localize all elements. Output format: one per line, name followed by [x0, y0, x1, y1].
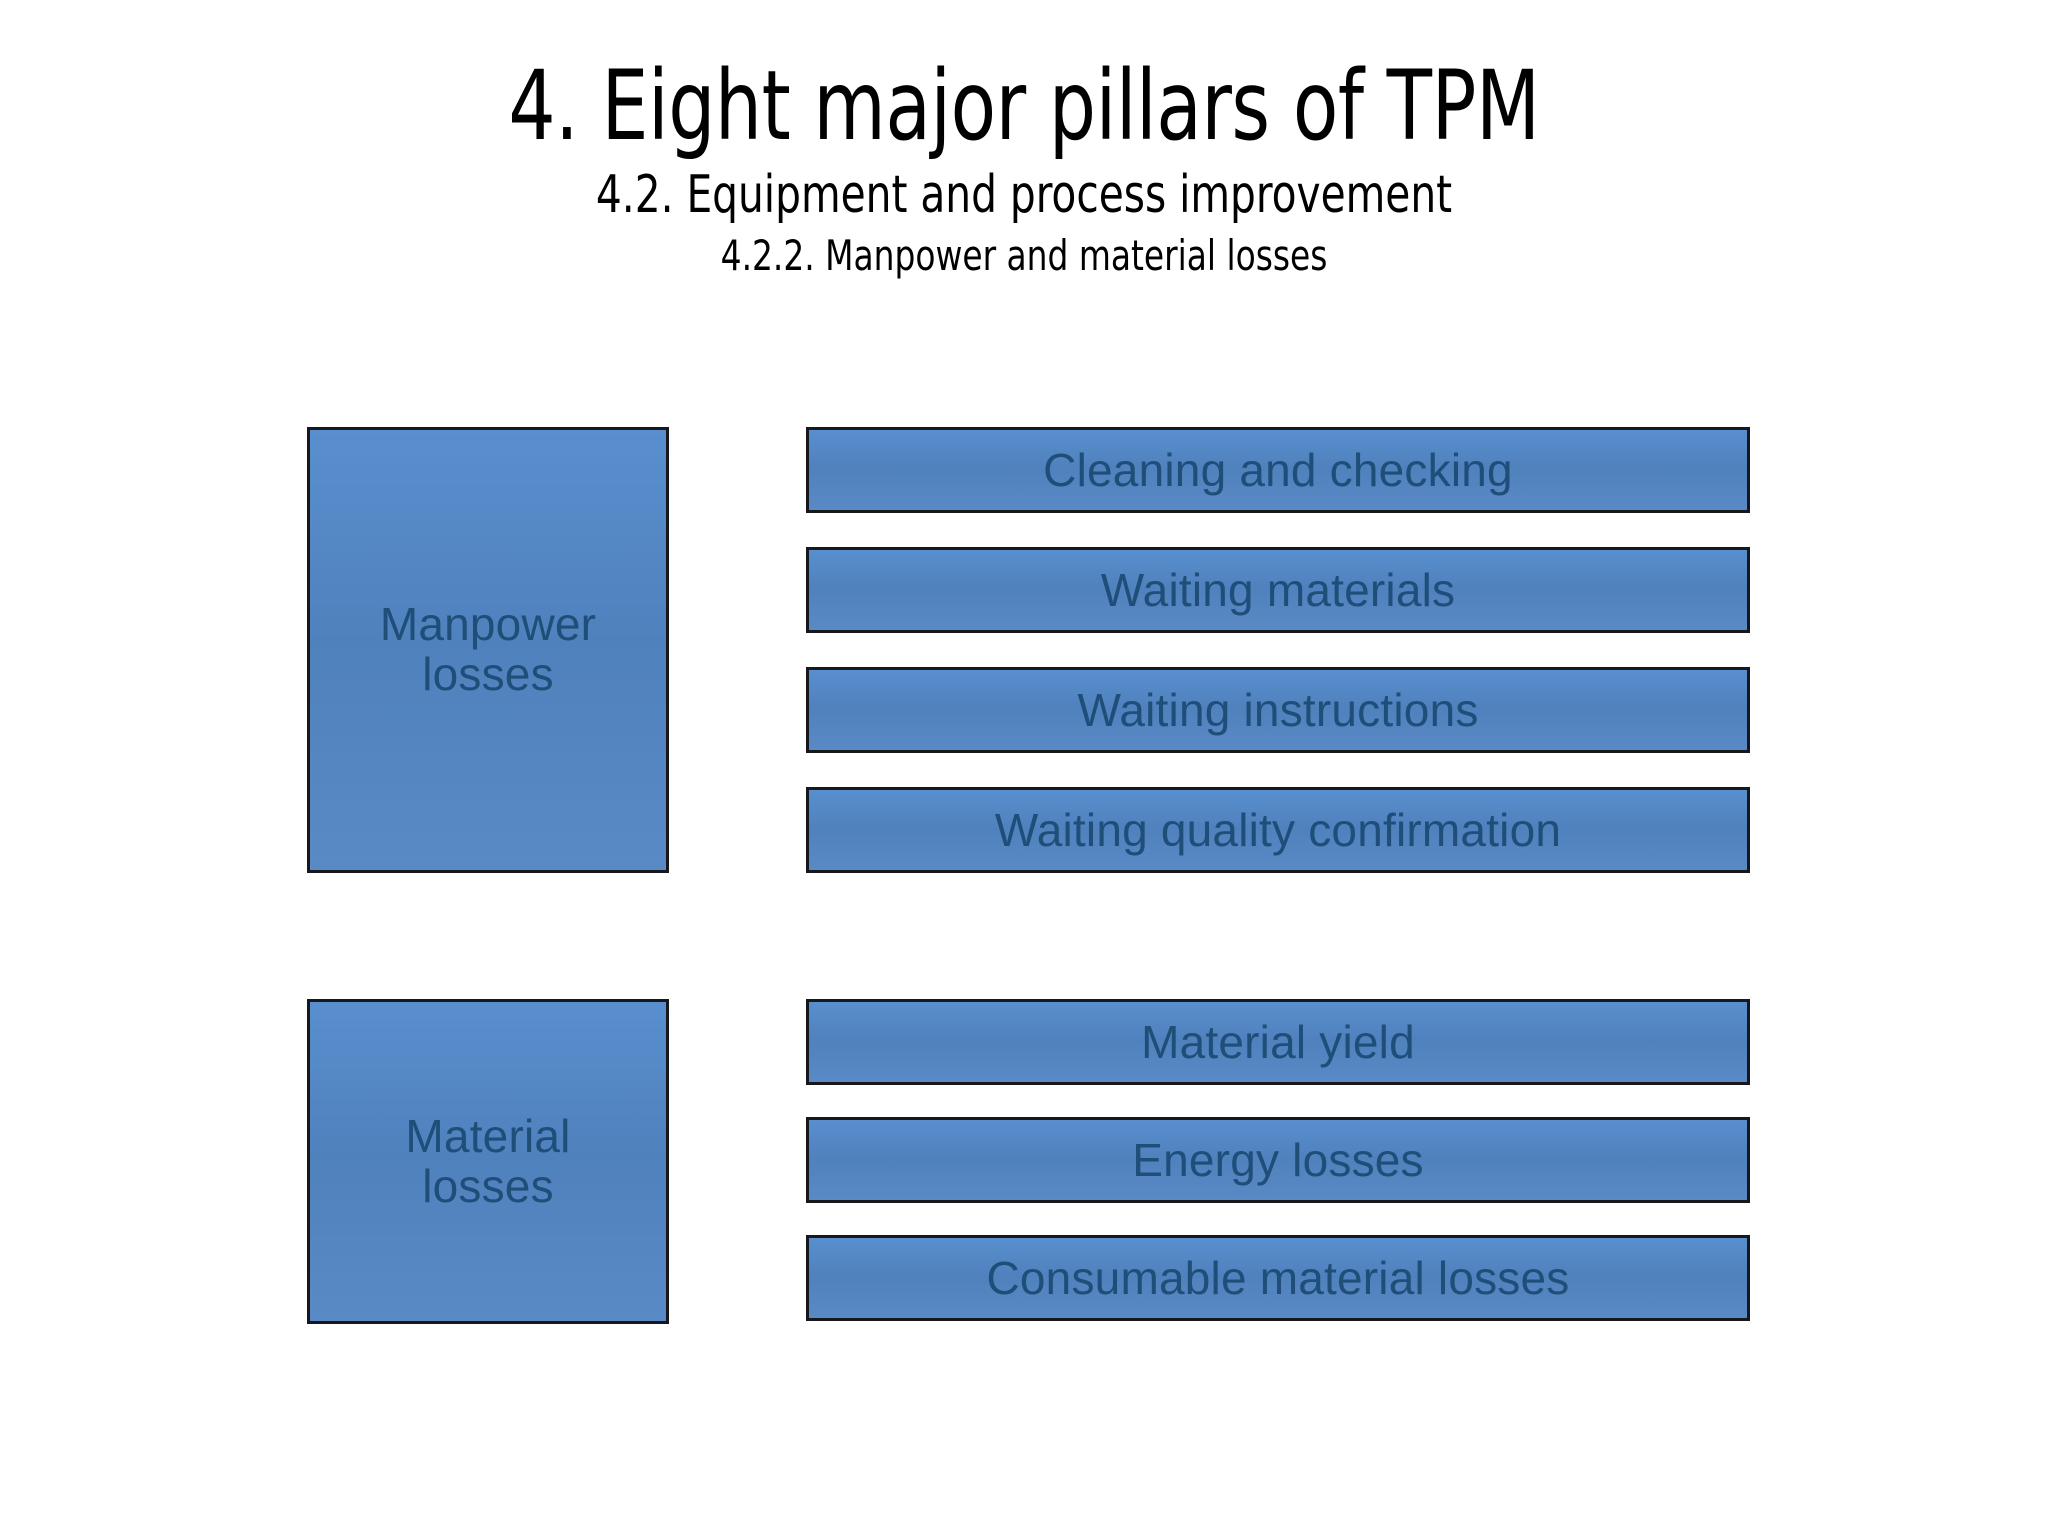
- item-bar-label: Energy losses: [1132, 1133, 1424, 1186]
- item-bar-waiting-quality-confirmation[interactable]: Waiting quality confirmation: [806, 787, 1750, 873]
- group-box-manpower-losses[interactable]: Manpower losses: [307, 427, 669, 873]
- group-box-material-label: Material losses: [405, 1109, 571, 1212]
- item-bar-material-yield[interactable]: Material yield: [806, 999, 1750, 1085]
- slide-heading: 4. Eight major pillars of TPM 4.2. Equip…: [0, 50, 2048, 281]
- group-box-material-label-line-2: losses: [422, 1159, 554, 1212]
- item-bar-label: Waiting instructions: [1077, 683, 1479, 736]
- page-subtitle-level-2: 4.2. Equipment and process improvement: [595, 164, 1453, 225]
- group-box-material-label-line-1: Material: [405, 1109, 571, 1162]
- group-box-manpower-label: Manpower losses: [380, 600, 596, 699]
- item-bar-label: Consumable material losses: [986, 1251, 1570, 1304]
- item-bar-consumable-material-losses[interactable]: Consumable material losses: [806, 1235, 1750, 1321]
- item-bar-cleaning-and-checking[interactable]: Cleaning and checking: [806, 427, 1750, 513]
- item-bar-energy-losses[interactable]: Energy losses: [806, 1117, 1750, 1203]
- item-bar-label: Cleaning and checking: [1043, 443, 1513, 496]
- item-bar-waiting-materials[interactable]: Waiting materials: [806, 547, 1750, 633]
- group-box-manpower-label-line-1: Manpower: [379, 598, 597, 651]
- item-bar-label: Material yield: [1141, 1015, 1415, 1068]
- page-subtitle-level-3: 4.2.2. Manpower and material losses: [720, 231, 1328, 281]
- item-bar-label: Waiting quality confirmation: [994, 803, 1562, 856]
- item-bar-label: Waiting materials: [1100, 563, 1456, 616]
- group-box-manpower-label-line-2: losses: [422, 648, 554, 700]
- group-box-material-losses[interactable]: Material losses: [307, 999, 669, 1324]
- page-title: 4. Eight major pillars of TPM: [508, 50, 1540, 162]
- item-bar-waiting-instructions[interactable]: Waiting instructions: [806, 667, 1750, 753]
